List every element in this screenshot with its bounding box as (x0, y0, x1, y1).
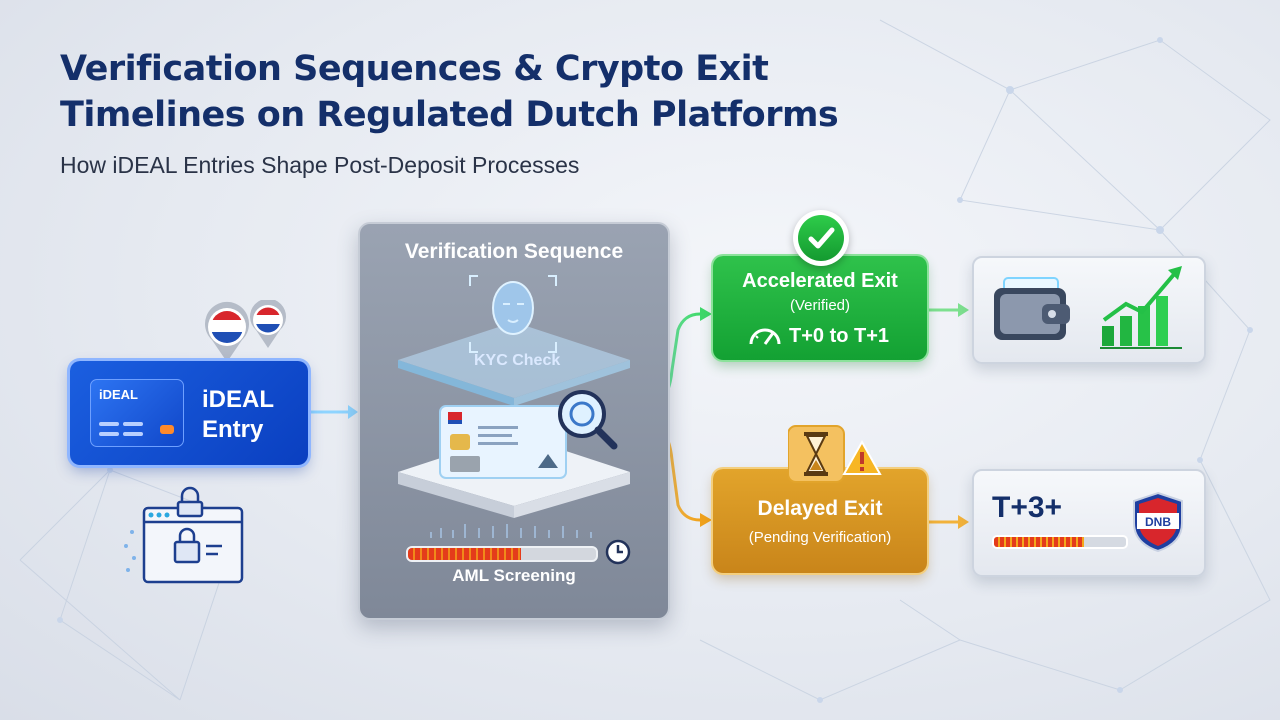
arrow-to-delayed-head (700, 513, 712, 527)
arrow-delayed-to-outcome-head (958, 515, 969, 529)
checkmark-icon (798, 215, 844, 261)
hourglass-icon (788, 425, 882, 483)
ideal-entry-label-line2: Entry (202, 416, 264, 443)
arrow-ideal-to-verification-head (348, 405, 358, 419)
aml-screening-label: AML Screening (452, 566, 576, 585)
delayed-progress-fill (994, 537, 1084, 547)
speedometer-icon (749, 328, 781, 345)
ideal-card-brand: iDEAL (99, 387, 138, 402)
lock-browser-icon (124, 486, 244, 584)
accelerated-outcome-card (972, 256, 1206, 364)
delayed-exit-box: Delayed Exit (Pending Verification) (713, 469, 927, 573)
ideal-entry-label: iDEAL Entry (202, 385, 274, 445)
growth-chart-icon (1100, 266, 1182, 349)
delayed-exit-timeline: T+3+ (992, 491, 1063, 524)
accelerated-exit-subtitle: (Verified) (789, 297, 851, 314)
accelerated-exit-timeline: T+0 to T+1 (789, 325, 890, 347)
delayed-exit-title: Delayed Exit (757, 497, 883, 520)
ideal-card-icon: iDEAL (90, 379, 184, 447)
card-chip (160, 425, 174, 434)
ideal-entry-label-line1: iDEAL (202, 386, 274, 413)
page-title: Verification Sequences & Crypto Exit Tim… (60, 49, 839, 135)
arrow-accelerated-to-outcome-head (958, 303, 969, 317)
clock-icon (605, 539, 631, 565)
kyc-platform (398, 322, 630, 406)
accelerated-exit-box: Accelerated Exit (Verified) T+0 to T+1 (713, 256, 927, 360)
delayed-outcome-card: T+3+ DNB (972, 469, 1206, 577)
aml-progress-fill (408, 548, 521, 560)
aml-progress-bar (406, 546, 598, 562)
arrow-to-accelerated-head (700, 307, 712, 321)
dnb-badge-text: DNB (1145, 515, 1171, 529)
checkmark-badge (793, 210, 849, 266)
id-card-icon (439, 405, 567, 479)
delayed-progress-bar (992, 535, 1128, 549)
magnifier-icon (558, 390, 618, 450)
verification-title: Verification Sequence (404, 240, 624, 263)
delayed-exit-subtitle: (Pending Verification) (748, 529, 892, 546)
dnb-shield-icon: DNB (1133, 491, 1183, 553)
face-scan-icon (469, 275, 557, 353)
aml-data-dots (430, 524, 592, 538)
verification-panel: Verification Sequence (358, 222, 670, 620)
netherlands-pin-icon (205, 300, 286, 362)
accelerated-exit-title: Accelerated Exit (742, 270, 898, 292)
card-line (99, 422, 119, 426)
ideal-entry-box: iDEAL iDEAL Entry (70, 361, 308, 465)
wallet-icon (994, 277, 1070, 340)
card-line (99, 432, 119, 436)
page-subtitle: How iDEAL Entries Shape Post-Deposit Pro… (60, 152, 580, 178)
card-line (123, 432, 143, 436)
warning-icon (842, 439, 882, 475)
kyc-check-label: KYC Check (474, 352, 561, 369)
verification-illustration (398, 275, 630, 538)
card-line (123, 422, 143, 426)
